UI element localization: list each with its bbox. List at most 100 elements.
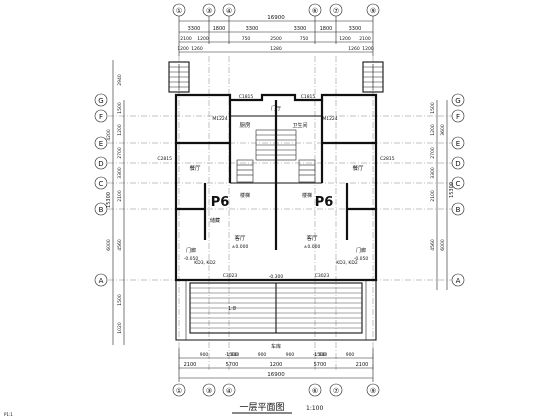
window-c2815-left: C2815 bbox=[157, 156, 172, 162]
dim-total-bottom: 16900 bbox=[267, 372, 285, 378]
unit-right-p6: P6 bbox=[315, 195, 334, 210]
drawing-title: 一层平面图 bbox=[239, 402, 284, 413]
dim-top-r2-0: 2100 bbox=[180, 36, 192, 42]
dim-top-r1-3: 3300 bbox=[294, 26, 307, 32]
dim-right-sub1: 6000 bbox=[440, 239, 446, 251]
opening-codes: C1815 C1815 C2815 C2815 C3023 C3023 M122… bbox=[157, 94, 394, 279]
dim-top-r1-2: 3300 bbox=[246, 26, 259, 32]
dim-top-r2-5: 1200 bbox=[339, 36, 351, 42]
dim-top-r1-4: 1800 bbox=[320, 26, 333, 32]
axis-left-g: G bbox=[98, 97, 103, 105]
dim-bot-r2-2: 1200 bbox=[270, 362, 283, 368]
door-m1224-left: M1224 bbox=[212, 116, 227, 122]
dim-right-3: 3300 bbox=[430, 167, 436, 179]
dim-left-6: 4560 bbox=[117, 239, 123, 251]
room-entry-right: 门廊 bbox=[356, 247, 366, 254]
dim-left-3: 2700 bbox=[117, 147, 123, 159]
dim-left-7: 1500 bbox=[117, 294, 123, 306]
dim-top-r1-0: 3300 bbox=[188, 26, 201, 32]
door-m1224-right: M1224 bbox=[322, 116, 337, 122]
left-axis-bubbles: G F E D C B A bbox=[94, 93, 108, 287]
entry-stair-right bbox=[362, 61, 384, 93]
dim-left-8: 1020 bbox=[117, 322, 123, 334]
dim-total-top: 16900 bbox=[267, 15, 285, 21]
room-kitchen: 厨房 bbox=[239, 121, 251, 129]
dim-top-r2-2: 750 bbox=[242, 36, 251, 42]
dim-left-2: 1200 bbox=[117, 124, 123, 136]
axis-bot-6: ⑥ bbox=[312, 387, 318, 395]
left-dimensions: 2940 1500 1200 2700 3300 2100 4560 1500 … bbox=[106, 60, 125, 345]
dim-bot-r1-4: 1500 bbox=[314, 352, 326, 358]
door-kd-right: KD3, KD2 bbox=[336, 260, 358, 266]
dim-right-1: 1200 bbox=[430, 124, 436, 136]
room-stair-left: 楼梯 bbox=[240, 192, 250, 199]
dim-bot-r1-3: 900 bbox=[286, 352, 295, 358]
dim-top-r3-3: 1260 bbox=[348, 46, 360, 52]
dim-left-sub0: 4200 bbox=[106, 129, 112, 141]
dim-right-total: 15300 bbox=[449, 182, 455, 198]
room-dining-right: 餐厅 bbox=[352, 164, 364, 172]
dim-bot-r2-1: 5700 bbox=[226, 362, 239, 368]
dim-bot-r1-5: 900 bbox=[346, 352, 355, 358]
level-marks: ±0.000 ±0.000 -0.050 -0.050 -0.300 -1.60… bbox=[184, 244, 369, 358]
dim-top-r3-0: 1200 bbox=[177, 46, 189, 52]
garage-floor-hatch bbox=[189, 282, 363, 334]
axis-top-6: ⑥ bbox=[312, 7, 318, 15]
level-garage-center: -0.300 bbox=[269, 274, 284, 280]
dim-top-r3-4: 1200 bbox=[362, 46, 374, 52]
unit-left-p6: P6 bbox=[211, 195, 230, 210]
axis-top-7: ⑦ bbox=[333, 7, 339, 15]
dim-top-r2-1: 1200 bbox=[197, 36, 209, 42]
dim-right-5: 4560 bbox=[430, 239, 436, 251]
sheet-mark: P1:1 bbox=[4, 412, 13, 417]
dim-top-r2-3: 2500 bbox=[270, 36, 282, 42]
building-walls bbox=[174, 93, 378, 341]
axis-right-b: B bbox=[456, 206, 461, 214]
axis-right-a: A bbox=[456, 277, 461, 285]
axis-left-d: D bbox=[98, 160, 103, 168]
dim-bot-r2-4: 2100 bbox=[356, 362, 369, 368]
bottom-dimensions: 900 1500 900 900 1500 900 2100 5700 1200… bbox=[178, 348, 374, 382]
drawing-title-block: 一层平面图 1:100 P1:1 bbox=[4, 402, 323, 417]
room-labels: 厨房 餐厅 餐厅 客厅 客厅 楼梯 楼梯 门厅 卫生间 储藏 门廊 门廊 车库 … bbox=[186, 105, 366, 350]
dim-top-r1-1: 1800 bbox=[213, 26, 226, 32]
axis-bot-1: ① bbox=[176, 387, 182, 395]
axis-left-a: A bbox=[99, 277, 104, 285]
right-dimensions: 1500 1200 2700 3300 2100 4560 15300 3600… bbox=[430, 100, 455, 290]
window-c3023-right: C3023 bbox=[315, 273, 330, 279]
axis-right-g: G bbox=[455, 97, 460, 105]
garage-ratio: 1:8 bbox=[228, 306, 236, 312]
window-c2815-right: C2815 bbox=[380, 156, 395, 162]
dim-bot-r1-2: 900 bbox=[258, 352, 267, 358]
dim-bot-r2-3: 5700 bbox=[314, 362, 327, 368]
window-c1815-left: C1815 bbox=[239, 94, 254, 100]
axis-bot-7: ⑦ bbox=[333, 387, 339, 395]
dim-left-1: 1500 bbox=[117, 102, 123, 114]
dim-left-5: 2100 bbox=[117, 190, 123, 202]
room-entry-left: 门廊 bbox=[186, 247, 196, 254]
room-garage: 车库 bbox=[271, 343, 281, 350]
room-living-right: 客厅 bbox=[306, 234, 318, 242]
interior-stair bbox=[236, 129, 316, 183]
axis-top-1: ① bbox=[176, 7, 182, 15]
dim-left-4: 3300 bbox=[117, 167, 123, 179]
level-garage-right: -1.600 bbox=[313, 352, 328, 358]
axis-left-e: E bbox=[99, 140, 103, 148]
top-dimensions: 16900 3300 1800 3300 3300 1800 3300 2100… bbox=[177, 15, 374, 56]
axis-right-c: C bbox=[456, 180, 461, 188]
axis-bot-9: ⑨ bbox=[370, 387, 376, 395]
dim-top-r3-2: 1280 bbox=[270, 46, 282, 52]
bottom-axis-bubbles: ① ③ ④ ⑥ ⑦ ⑨ bbox=[172, 383, 380, 397]
unit-markers: P6 P6 bbox=[211, 195, 334, 210]
level-garage-left: -1.600 bbox=[225, 352, 240, 358]
door-kd-left: KD3, KD2 bbox=[194, 260, 216, 266]
level-living-right: ±0.000 bbox=[304, 244, 321, 250]
dim-bot-r1-0: 900 bbox=[200, 352, 209, 358]
dim-right-4: 2100 bbox=[430, 190, 436, 202]
level-porch-right: -0.050 bbox=[354, 256, 369, 262]
dim-top-r2-6: 2100 bbox=[359, 36, 371, 42]
dim-left-total: 15300 bbox=[106, 192, 112, 208]
axis-top-3: ③ bbox=[206, 7, 212, 15]
room-stair-right: 楼梯 bbox=[302, 192, 312, 199]
